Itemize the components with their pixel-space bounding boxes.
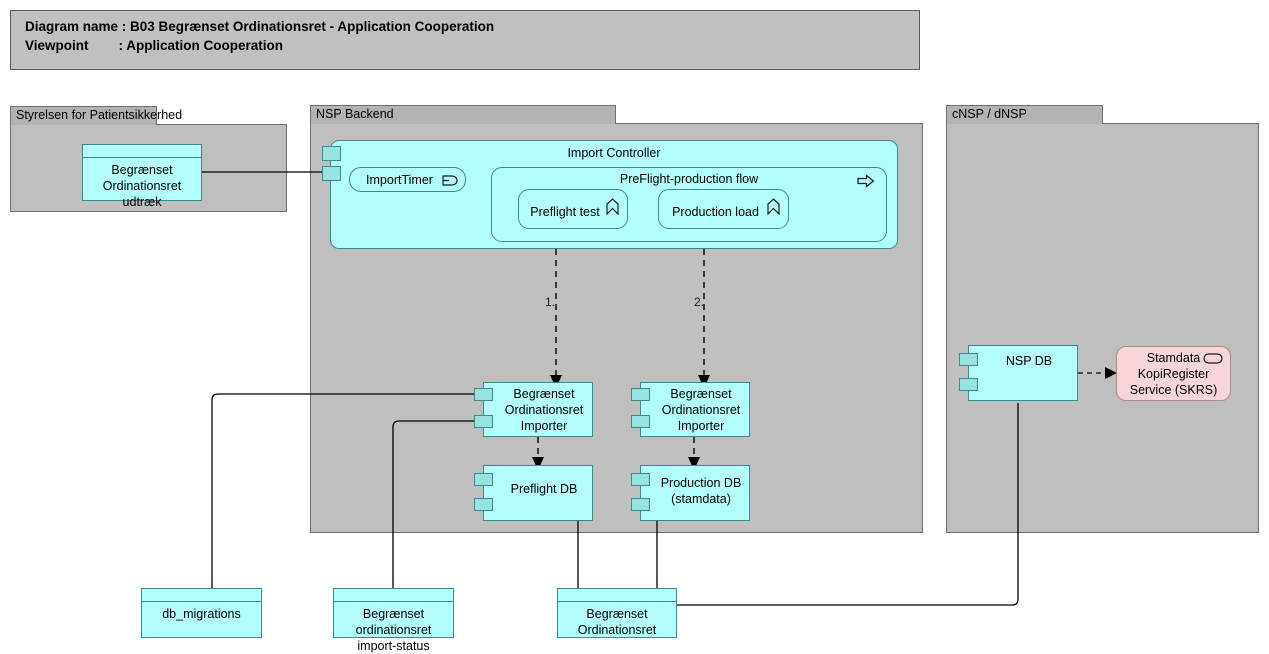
- component-port-bottom[interactable]: [631, 415, 650, 428]
- application-component-nsp-db[interactable]: NSP DB: [959, 345, 1078, 401]
- group-tab-cnsp-dnsp[interactable]: cNSP / dNSP: [946, 105, 1103, 124]
- data-object-label: Begrænset Ordinationsret udtræk: [102, 163, 182, 209]
- component-port-bottom[interactable]: [631, 498, 650, 511]
- component-label: Production DB (stamdata): [660, 476, 742, 506]
- data-object-body: [82, 144, 202, 201]
- application-service-icon: [1203, 353, 1223, 364]
- data-object-header-strip: [82, 144, 202, 158]
- arrowhead-nsp-db-to-skrs: [1105, 367, 1117, 379]
- component-port-top[interactable]: [474, 388, 493, 401]
- preflight-test-label: Preflight test: [530, 205, 600, 219]
- data-object-label: Begrænset Ordinationsret: [577, 607, 657, 637]
- preflight-production-flow-label: PreFlight-production flow: [619, 172, 759, 186]
- connection-import-status-to-importer-preflight: [392, 420, 482, 588]
- production-load-label: Production load: [672, 205, 759, 219]
- component-body: [483, 465, 593, 521]
- application-process-icon: [857, 174, 875, 188]
- group-tab-nsp-backend[interactable]: NSP Backend: [310, 105, 616, 124]
- component-label: Preflight DB: [510, 482, 578, 496]
- component-label: NSP DB: [1005, 354, 1053, 368]
- application-event-import-timer[interactable]: ImportTimer: [349, 167, 466, 192]
- group-body-cnsp-dnsp: [946, 123, 1259, 533]
- data-object-body: [557, 588, 677, 638]
- component-label: Begrænset Ordinationsret Importer: [661, 386, 741, 433]
- arrowhead-importer-to-production-db: [688, 457, 700, 470]
- application-component-production-db[interactable]: Production DB (stamdata): [631, 465, 750, 521]
- connection-label-step-2: 2.: [694, 295, 705, 309]
- component-body: [640, 382, 750, 437]
- diagram-name-line: Diagram name : B03 Begrænset Ordinations…: [25, 19, 495, 34]
- arrowhead-preflight-test-to-importer: [550, 375, 562, 388]
- import-controller-port-top[interactable]: [322, 146, 341, 161]
- skrs-label: Stamdata KopiRegister Service (SKRS): [1129, 350, 1218, 397]
- component-port-top[interactable]: [474, 473, 493, 486]
- application-function-icon: [606, 198, 619, 215]
- connection-bor-dataobject-to-nsp-db: [677, 403, 1019, 606]
- data-object-label: db_migrations: [162, 607, 241, 621]
- data-object-header-strip: [557, 588, 677, 602]
- diagram-header-note: Diagram name : B03 Begrænset Ordinations…: [10, 10, 920, 70]
- data-object-begraenset-ordinationsret[interactable]: Begrænset Ordinationsret: [557, 588, 677, 638]
- import-controller-label: Import Controller: [567, 146, 661, 160]
- component-port-top[interactable]: [959, 353, 978, 366]
- component-body: [640, 465, 750, 521]
- application-function-icon: [767, 198, 780, 215]
- group-tab-styrelsen[interactable]: Styrelsen for Patientsikkerhed: [10, 106, 182, 125]
- data-object-db-migrations[interactable]: db_migrations: [141, 588, 262, 638]
- data-object-header-strip: [333, 588, 454, 602]
- viewpoint-line: Viewpoint : Application Cooperation: [25, 38, 284, 53]
- data-object-body: [141, 588, 262, 638]
- application-function-preflight-test[interactable]: Preflight test: [518, 189, 628, 229]
- component-port-bottom[interactable]: [474, 415, 493, 428]
- application-service-skrs[interactable]: Stamdata KopiRegister Service (SKRS): [1116, 346, 1231, 401]
- data-object-import-status[interactable]: Begrænset ordinationsret import-status: [333, 588, 454, 653]
- data-object-header-strip: [141, 588, 262, 602]
- connection-db-migrations-to-importer-preflight: [211, 393, 482, 588]
- data-object-begraenset-ordinationsret-udtraek[interactable]: Begrænset Ordinationsret udtræk: [82, 144, 202, 209]
- component-port-top[interactable]: [631, 473, 650, 486]
- import-controller-port-bottom[interactable]: [322, 166, 341, 181]
- application-function-production-load[interactable]: Production load: [658, 189, 789, 229]
- component-port-bottom[interactable]: [959, 378, 978, 391]
- component-body: [968, 345, 1078, 401]
- arrowhead-production-load-to-importer: [698, 375, 710, 388]
- component-port-top[interactable]: [631, 388, 650, 401]
- arrowhead-importer-to-preflight-db: [532, 457, 544, 470]
- component-label: Begrænset Ordinationsret Importer: [504, 386, 584, 433]
- application-component-importer-preflight[interactable]: Begrænset Ordinationsret Importer: [474, 382, 593, 437]
- component-port-bottom[interactable]: [474, 498, 493, 511]
- application-component-preflight-db[interactable]: Preflight DB: [474, 465, 593, 521]
- import-timer-label: ImportTimer: [366, 172, 433, 187]
- data-object-body: [333, 588, 454, 638]
- connection-label-step-1: 1.: [545, 295, 556, 309]
- application-event-icon: [442, 175, 458, 186]
- data-object-label: Begrænset ordinationsret import-status: [355, 607, 432, 653]
- component-body: [483, 382, 593, 437]
- application-component-importer-production[interactable]: Begrænset Ordinationsret Importer: [631, 382, 750, 437]
